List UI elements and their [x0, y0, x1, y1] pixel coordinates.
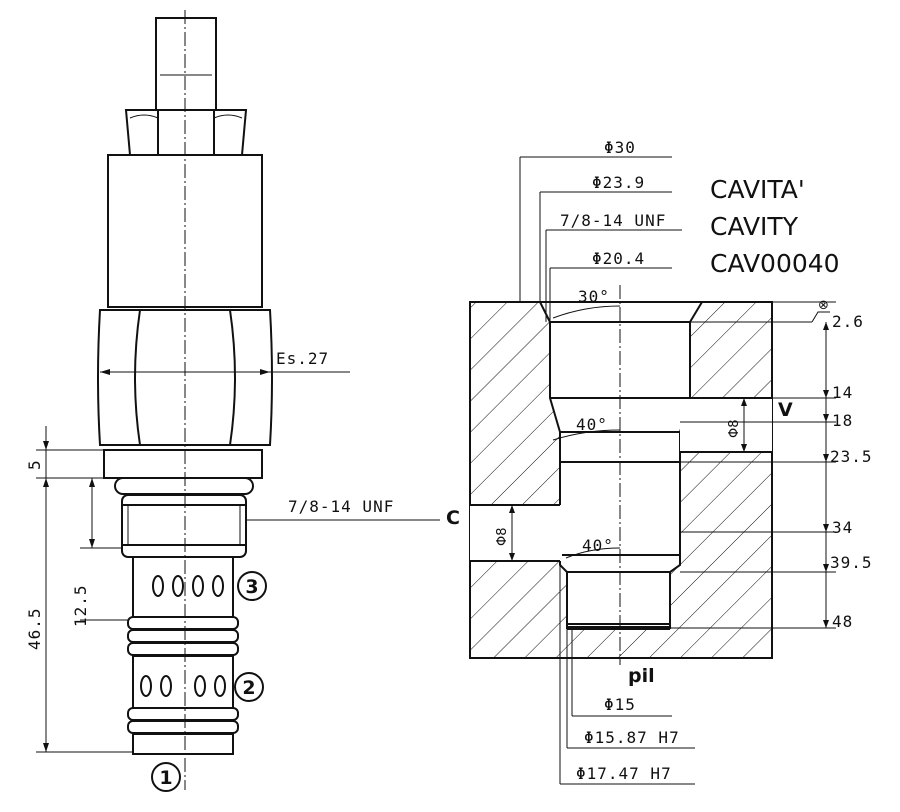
dia-15-87: Φ15.87 H7 [584, 728, 680, 747]
cavity-title: CAVITA' CAVITY CAV00040 [710, 175, 840, 278]
lock-nut [124, 109, 248, 156]
port-3-circle [237, 571, 267, 601]
port-1-circle [151, 762, 181, 792]
cavity-block [469, 301, 773, 659]
thread-label: 7/8-14 UNF [288, 497, 394, 516]
cartridge-view: 3 2 1 Es.27 7/8-14 UNF 5 12.5 [25, 10, 440, 792]
thread-dimension: 7/8-14 UNF [246, 497, 440, 521]
angle-low: 40° [582, 536, 614, 555]
dia-23-9: Φ23.9 [592, 173, 645, 192]
depth-34: 34 [832, 518, 853, 537]
title-line3: CAV00040 [710, 249, 840, 278]
port-v-channel [680, 397, 772, 453]
port-3-label: 3 [245, 576, 258, 598]
depth-39-5: 39.5 [830, 553, 873, 572]
bottom-diameter-dims: Φ15 Φ15.87 H7 Φ17.47 H7 [559, 565, 695, 785]
port-1-label: 1 [159, 767, 172, 789]
nose [132, 733, 234, 755]
title-line2: CAVITY [710, 212, 799, 241]
dia-30: Φ30 [604, 138, 636, 157]
seal-lower-1 [127, 707, 239, 721]
angle-top: 30° [578, 287, 610, 306]
cavity-view: Φ30 Φ23.9 7/8-14 UNF Φ20.4 30° 40° 40° Φ… [446, 138, 873, 785]
angle-mid-arc [552, 429, 621, 441]
thread-section [121, 494, 247, 558]
spool-section-2 [132, 655, 234, 709]
dia-15: Φ15 [604, 695, 636, 714]
dim-thread-label: 12.5 [71, 584, 90, 627]
angle-top-arc [552, 305, 621, 319]
port-c-channel [470, 504, 562, 562]
seal-stack [127, 616, 239, 656]
title-line1: CAVITA' [710, 175, 805, 204]
port-2-label: 2 [242, 677, 255, 699]
depth-23-5: 23.5 [830, 447, 873, 466]
angle-mid: 40° [576, 415, 608, 434]
adjust-stem [155, 17, 217, 111]
pilot-label: pil [628, 665, 655, 687]
dia-17-47: Φ17.47 H7 [576, 764, 672, 783]
angle-low-arc [565, 547, 621, 559]
dim-top-label: 5 [25, 459, 44, 470]
port-holes-3 [152, 575, 224, 597]
depth-14: 14 [832, 383, 853, 402]
port-v-diameter: Φ8 [727, 419, 742, 438]
depth-dimensions: ⊗ 2.6 14 18 23.5 34 39.5 48 [670, 298, 873, 631]
cavity-thread: 7/8-14 UNF [560, 211, 666, 230]
port-c-diameter: Φ8 [495, 527, 510, 546]
depth-2-6: 2.6 [832, 312, 864, 331]
dia-20-4: Φ20.4 [592, 249, 645, 268]
port-2-circle [234, 672, 264, 702]
vertical-dimensions: 5 12.5 46.5 [25, 426, 133, 753]
finish-symbol: ⊗ [818, 298, 829, 313]
seal-lower-2 [127, 720, 239, 734]
cavity-steps [550, 321, 690, 630]
dim-total-label: 46.5 [25, 607, 44, 650]
hex-size-dimension: Es.27 [100, 349, 350, 375]
depth-48: 48 [832, 612, 853, 631]
o-ring-upper [114, 477, 254, 495]
port-holes-2 [140, 675, 226, 697]
hex-size-label: Es.27 [276, 349, 329, 368]
body-neck [103, 449, 263, 479]
port-v-label: V [778, 399, 793, 421]
top-diameter-dims: Φ30 Φ23.9 7/8-14 UNF Φ20.4 [519, 138, 682, 322]
port-c-label: C [446, 507, 460, 529]
depth-18: 18 [832, 411, 853, 430]
